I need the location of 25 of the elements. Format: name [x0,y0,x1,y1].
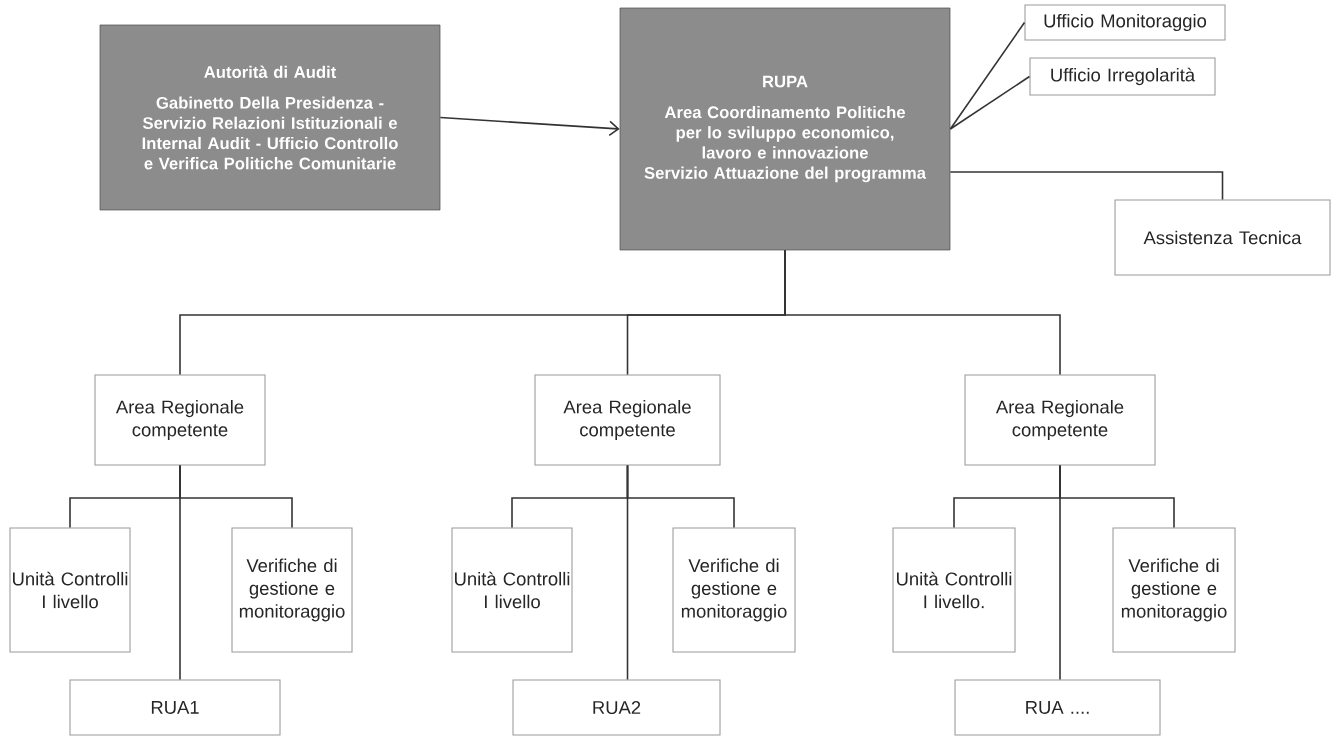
office-box: Unità Controlli I livello [9,527,131,653]
connector [784,249,1061,376]
office-box: Verifiche di gestione e monitoraggio [231,527,353,653]
connector [949,171,1224,201]
office-box: RUA .... [954,679,1161,736]
office-box: RUPA Area Coordinamento Politiche per lo sviluppo economico, lavoro e innovazione Servizio Attuazione del programma [619,7,951,251]
office-box: Verifiche di gestione e monitoraggio [1112,527,1236,653]
office-box: Unità Controlli I livello. [892,527,1016,653]
office-box: RUA1 [69,679,281,736]
office-box: Verifiche di gestione e monitoraggio [672,527,796,653]
connector [179,464,181,681]
office-box: Area Regionale competente [964,374,1156,466]
connector [626,464,629,681]
office-box: Ufficio Irregolarità [1029,57,1216,96]
office-box: Unità Controlli I livello [451,527,573,653]
office-box: Area Regionale competente [534,374,721,466]
office-box: Area Regionale competente [94,374,266,466]
office-box: Autorità di Audit Gabinetto Della Presidenza - Servizio Relazioni Istituzionali e Internal Audit - Ufficio Controllo e Verifica Politiche Comunitarie [99,24,441,211]
connector [949,21,1026,130]
connector [949,75,1031,130]
connector [1059,464,1061,681]
office-box: Assistenza Tecnica [1114,199,1331,276]
office-box: Ufficio Monitoraggio [1024,4,1226,41]
connector [439,116,620,137]
office-box: RUA2 [512,679,721,736]
